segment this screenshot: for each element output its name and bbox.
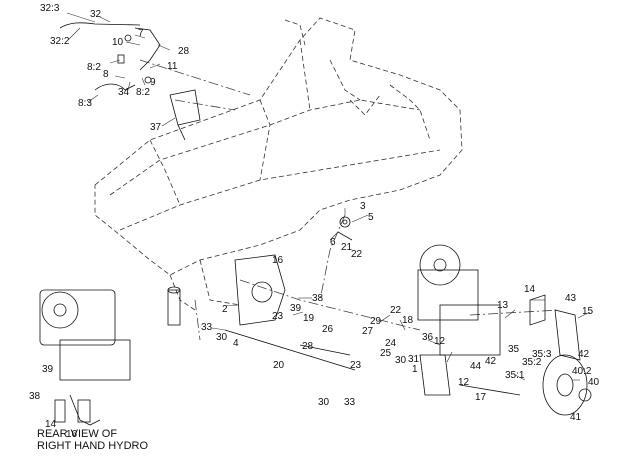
callout-label: 33 [201, 322, 213, 333]
callout-label: 38 [29, 391, 41, 402]
callout-label: 8:2 [136, 87, 150, 98]
callout-label: 19 [303, 313, 315, 324]
callout-label: 30 [395, 355, 407, 366]
callout-label: 3 [360, 201, 366, 212]
mounting-bracket [169, 89, 201, 141]
callout-labels: 32:3 32 32:2 7 10 28 8:2 11 8 9 34 8:2 8… [29, 3, 600, 440]
diagram-caption: REAR VIEW OF RIGHT HAND HYDRO [37, 428, 148, 452]
callout-label: 39 [290, 303, 302, 314]
callout-label: 44 [470, 361, 482, 372]
callout-label: 40:2 [572, 366, 592, 377]
callout-label: 42 [485, 356, 497, 367]
callout-label: 32:2 [50, 36, 70, 47]
caption-line: REAR VIEW OF [37, 428, 118, 440]
callout-label: 29 [370, 316, 382, 327]
callout-label: 13 [497, 300, 509, 311]
callout-label: 26 [322, 324, 334, 335]
callout-label: 28 [302, 341, 314, 352]
callout-label: 42 [578, 349, 590, 360]
callout-label: 38 [312, 293, 324, 304]
callout-label: 25 [380, 348, 392, 359]
callout-label: 33 [344, 397, 356, 408]
callout-label: 40 [588, 377, 600, 388]
callout-label: 12 [458, 377, 470, 388]
callout-label: 41 [570, 412, 582, 423]
pivot-parts [337, 216, 353, 241]
caption-line: RIGHT HAND HYDRO [37, 440, 149, 452]
callout-label: 20 [273, 360, 285, 371]
callout-label: 5 [368, 212, 374, 223]
callout-label: 27 [362, 326, 374, 337]
callout-label: 35:2 [522, 357, 542, 368]
callout-label: 37 [150, 122, 162, 133]
callout-label: 18 [402, 315, 414, 326]
callout-label: 34 [118, 87, 130, 98]
callout-label: 32:3 [40, 3, 60, 14]
callout-label: 31 [408, 354, 420, 365]
callout-label: 36 [422, 332, 434, 343]
leader-lines [66, 12, 591, 381]
callout-label: 35 [508, 344, 520, 355]
callout-label: 35:1 [505, 370, 525, 381]
callout-label: 35:3 [532, 349, 552, 360]
callout-label: 1 [412, 364, 418, 375]
callout-label: 22 [351, 249, 363, 260]
right-hydro-unit [417, 244, 521, 396]
callout-label: 8:3 [78, 98, 92, 109]
rear-view-hydro [39, 289, 131, 426]
callout-label: 6 [330, 237, 336, 248]
callout-label: 30 [318, 397, 330, 408]
callout-label: 22 [390, 305, 402, 316]
callout-label: 7 [138, 28, 144, 39]
callout-label: 2 [222, 304, 228, 315]
callout-label: 9 [150, 77, 156, 88]
callout-label: 23 [350, 360, 362, 371]
callout-label: 4 [233, 338, 239, 349]
callout-label: 12 [434, 336, 446, 347]
callout-label: 8:2 [87, 62, 101, 73]
callout-label: 11 [167, 61, 178, 72]
callout-label: 21 [341, 242, 353, 253]
callout-label: 39 [42, 364, 54, 375]
callout-label: 24 [385, 338, 397, 349]
callout-label: 30 [216, 332, 228, 343]
frame-outline [94, 17, 463, 311]
callout-label: 10 [112, 37, 124, 48]
callout-label: 14 [524, 284, 536, 295]
callout-label: 14 [45, 419, 57, 430]
callout-label: 16 [66, 429, 78, 440]
callout-label: 23 [272, 311, 284, 322]
wheel-hub [529, 294, 592, 416]
callout-label: 32 [90, 9, 102, 20]
callout-label: 8 [103, 69, 109, 80]
motion-control-bracket [167, 254, 356, 371]
callout-label: 16 [272, 255, 284, 266]
callout-label: 43 [565, 293, 577, 304]
control-linkage [59, 22, 161, 91]
callout-label: 28 [178, 46, 190, 57]
callout-label: 15 [582, 306, 594, 317]
callout-label: 17 [475, 392, 487, 403]
